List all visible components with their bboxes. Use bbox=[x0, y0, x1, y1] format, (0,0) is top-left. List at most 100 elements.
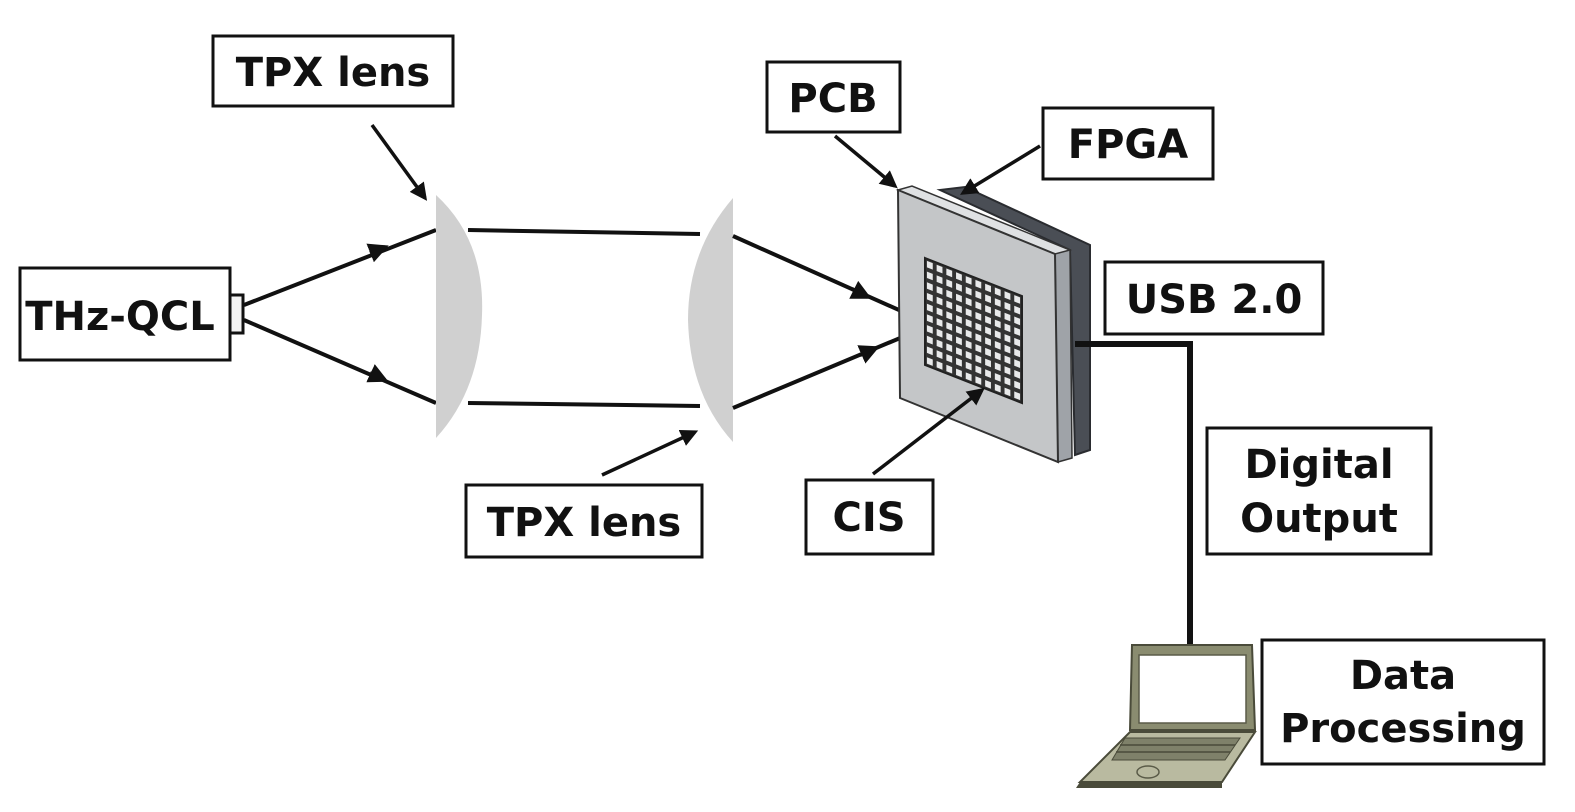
cis-pixel bbox=[946, 268, 953, 278]
cis-pixel bbox=[926, 293, 933, 302]
source-box bbox=[18, 266, 232, 362]
tpx-lens-top-callout: TPX lens bbox=[211, 34, 455, 201]
cis-pixel bbox=[956, 325, 962, 335]
cis-pixel bbox=[946, 289, 953, 299]
cis-pixel bbox=[926, 325, 933, 334]
cis-pixel bbox=[1004, 366, 1011, 375]
cis-pixel bbox=[936, 318, 943, 327]
cis-pixel bbox=[994, 341, 1001, 350]
cis-pixel bbox=[985, 326, 991, 336]
cis-label: CIS bbox=[832, 495, 905, 541]
cis-pixel bbox=[1014, 348, 1021, 358]
fpga-callout: FPGA bbox=[960, 106, 1215, 195]
cis-pixel bbox=[975, 376, 982, 385]
cis-pixel bbox=[965, 286, 972, 296]
cis-pixel bbox=[956, 368, 962, 378]
cis-pixel bbox=[936, 286, 943, 295]
cis-pixel bbox=[985, 315, 991, 325]
cis-pixel bbox=[926, 282, 933, 291]
cis-pixel bbox=[975, 290, 982, 300]
cis-pixel bbox=[985, 305, 991, 314]
cis-pixel bbox=[985, 337, 991, 346]
trackpad bbox=[1136, 765, 1160, 779]
beam-lower-collimated bbox=[467, 401, 701, 408]
cis-pixel bbox=[1014, 305, 1021, 315]
cis-pixel bbox=[926, 303, 933, 313]
beam-upper-diverge bbox=[243, 228, 437, 307]
cis-pixel bbox=[936, 339, 943, 349]
cis-pixel bbox=[985, 358, 991, 368]
cis-pixel bbox=[926, 271, 933, 281]
cis-pixel bbox=[975, 301, 982, 310]
cis-pixel bbox=[965, 329, 972, 339]
tpx-lens-2 bbox=[688, 198, 733, 442]
cis-pixel bbox=[956, 272, 962, 281]
cis-pixel bbox=[985, 283, 991, 293]
cis-pixel bbox=[926, 260, 933, 270]
cis-pixel bbox=[975, 322, 982, 332]
cis-pixel bbox=[1004, 376, 1011, 386]
cis-pixel bbox=[1004, 344, 1011, 354]
cis-callout: CIS bbox=[804, 387, 985, 556]
pointer-arrow bbox=[960, 144, 1041, 195]
pcb-label: PCB bbox=[788, 76, 877, 122]
cis-pixel bbox=[936, 275, 943, 285]
tpx-lens-top-label: TPX lens bbox=[236, 50, 431, 96]
cis-pixel bbox=[994, 351, 1001, 361]
pointer-arrow bbox=[871, 387, 985, 476]
cis-pixel bbox=[975, 365, 982, 375]
fpga-label: FPGA bbox=[1068, 122, 1188, 168]
cis-pixel bbox=[975, 279, 982, 289]
laptop-icon bbox=[1076, 644, 1257, 788]
beam-upper-collimated bbox=[467, 228, 701, 236]
thz-qcl-source: THz-QCL bbox=[18, 266, 245, 362]
cis-pixel bbox=[985, 294, 991, 304]
cis-pixel bbox=[1004, 323, 1011, 333]
laptop-screen bbox=[1138, 654, 1247, 724]
pointer-arrow bbox=[601, 429, 699, 477]
pointer-arrow bbox=[370, 123, 428, 201]
usb-label: USB 2.0 bbox=[1126, 277, 1303, 323]
cis-pixel bbox=[1014, 327, 1021, 336]
sensor-module bbox=[895, 185, 1091, 464]
cis-pixel bbox=[946, 279, 953, 288]
cis-pixel bbox=[965, 297, 972, 307]
cis-pixel bbox=[994, 373, 1001, 382]
tpx-lens-1 bbox=[436, 195, 483, 438]
cis-pixel bbox=[985, 347, 991, 357]
cis-pixel bbox=[926, 357, 933, 366]
cis-pixel bbox=[975, 333, 982, 343]
beam-arrow bbox=[366, 243, 389, 263]
cis-pixel bbox=[936, 350, 943, 359]
digital-output-label-1: Digital bbox=[1244, 442, 1393, 488]
cis-pixel bbox=[936, 264, 943, 274]
cis-pixel bbox=[1004, 312, 1011, 322]
cis-pixel bbox=[965, 340, 972, 349]
cis-pixel bbox=[936, 296, 943, 306]
cis-pixel bbox=[1014, 380, 1021, 390]
cis-pixel bbox=[946, 311, 953, 320]
cis-pixel bbox=[975, 354, 982, 364]
cis-pixel bbox=[1014, 370, 1021, 379]
pointer-arrow bbox=[833, 134, 898, 189]
cis-pixel bbox=[946, 322, 953, 331]
cis-pixel bbox=[994, 383, 1001, 393]
cis-pixel bbox=[985, 380, 991, 389]
usb-cable bbox=[1075, 341, 1193, 645]
cis-pixel bbox=[994, 319, 1001, 329]
cis-pixel bbox=[994, 287, 1001, 297]
cis-pixel bbox=[956, 357, 962, 367]
source-aperture bbox=[228, 293, 245, 335]
cis-pixel bbox=[956, 293, 962, 303]
cis-pixel bbox=[1004, 291, 1011, 300]
cis-pixel bbox=[994, 298, 1001, 307]
cis-pixel bbox=[936, 328, 943, 338]
cis-pixel bbox=[1004, 355, 1011, 365]
cis-pixel bbox=[946, 364, 953, 374]
data-processing-callout: Data Processing bbox=[1260, 638, 1546, 766]
cis-pixel bbox=[926, 335, 933, 345]
cis-pixel bbox=[946, 332, 953, 342]
pcb-callout: PCB bbox=[765, 60, 902, 189]
cis-pixel bbox=[994, 330, 1001, 339]
cis-pixel bbox=[965, 276, 972, 285]
